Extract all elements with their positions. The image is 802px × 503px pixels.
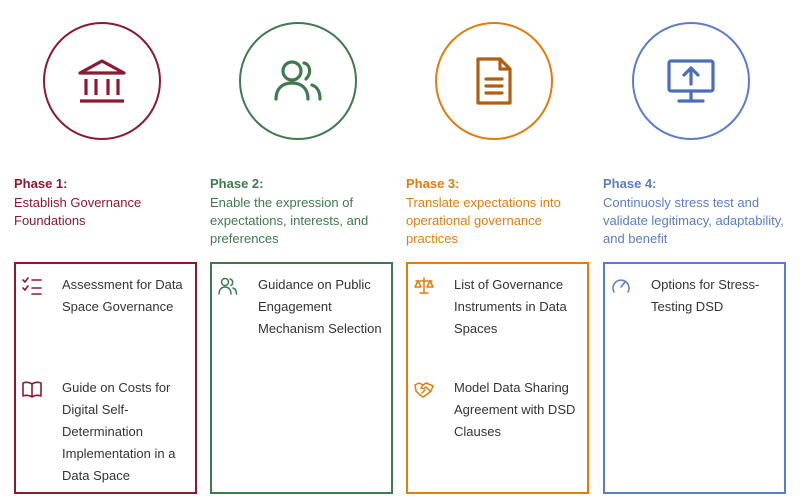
phase-1-column: Phase 1: Establish Governance Foundation… — [14, 0, 197, 503]
phase-1-circle — [43, 22, 161, 140]
phase-3-description: Translate expectations into operational … — [406, 195, 561, 246]
checklist-icon — [22, 277, 42, 295]
monitor-upload-icon — [667, 59, 715, 103]
phase-4-column: Phase 4: Continuosly stress test and val… — [603, 0, 786, 503]
users-icon — [218, 277, 238, 295]
phase-4-outputs-box: Options for Stress-Testing DSD — [603, 262, 786, 494]
output-item-text: Assessment for Data Space Governance — [62, 277, 183, 314]
phase-3-outputs-box: List of Governance Instruments in Data S… — [406, 262, 589, 494]
output-item-text: Options for Stress-Testing DSD — [651, 277, 760, 314]
phase-2-description: Enable the expression of expectations, i… — [210, 195, 369, 246]
document-icon — [476, 57, 512, 105]
phase-2-outputs-box: Guidance on Public Engagement Mechanism … — [210, 262, 393, 494]
phase-3-circle — [435, 22, 553, 140]
balance-scale-icon — [414, 277, 434, 294]
output-item-text: Model Data Sharing Agreement with DSD Cl… — [454, 380, 576, 439]
government-building-icon — [78, 59, 126, 103]
handshake-icon — [414, 382, 434, 398]
phase-1-description: Establish Governance Foundations — [14, 195, 142, 228]
phase-2-label: Phase 2: — [210, 176, 264, 191]
phase-4-label: Phase 4: — [603, 176, 657, 191]
gauge-icon — [612, 279, 630, 293]
output-item-text: Guidance on Public Engagement Mechanism … — [258, 277, 382, 336]
output-item-text: Guide on Costs for Digital Self-Determin… — [62, 380, 176, 483]
phase-4-circle — [632, 22, 750, 140]
users-icon — [274, 60, 322, 101]
output-item-text: List of Governance Instruments in Data S… — [454, 277, 567, 336]
open-book-icon — [22, 381, 42, 398]
phase-3-column: Phase 3: Translate expectations into ope… — [406, 0, 589, 503]
phase-1-label: Phase 1: — [14, 176, 68, 191]
phase-3-label: Phase 3: — [406, 176, 460, 191]
phase-4-description: Continuosly stress test and validate leg… — [603, 195, 784, 246]
phase-1-outputs-box: Assessment for Data Space Governance Gui… — [14, 262, 197, 494]
phase-2-circle — [239, 22, 357, 140]
phase-2-column: Phase 2: Enable the expression of expect… — [210, 0, 393, 503]
